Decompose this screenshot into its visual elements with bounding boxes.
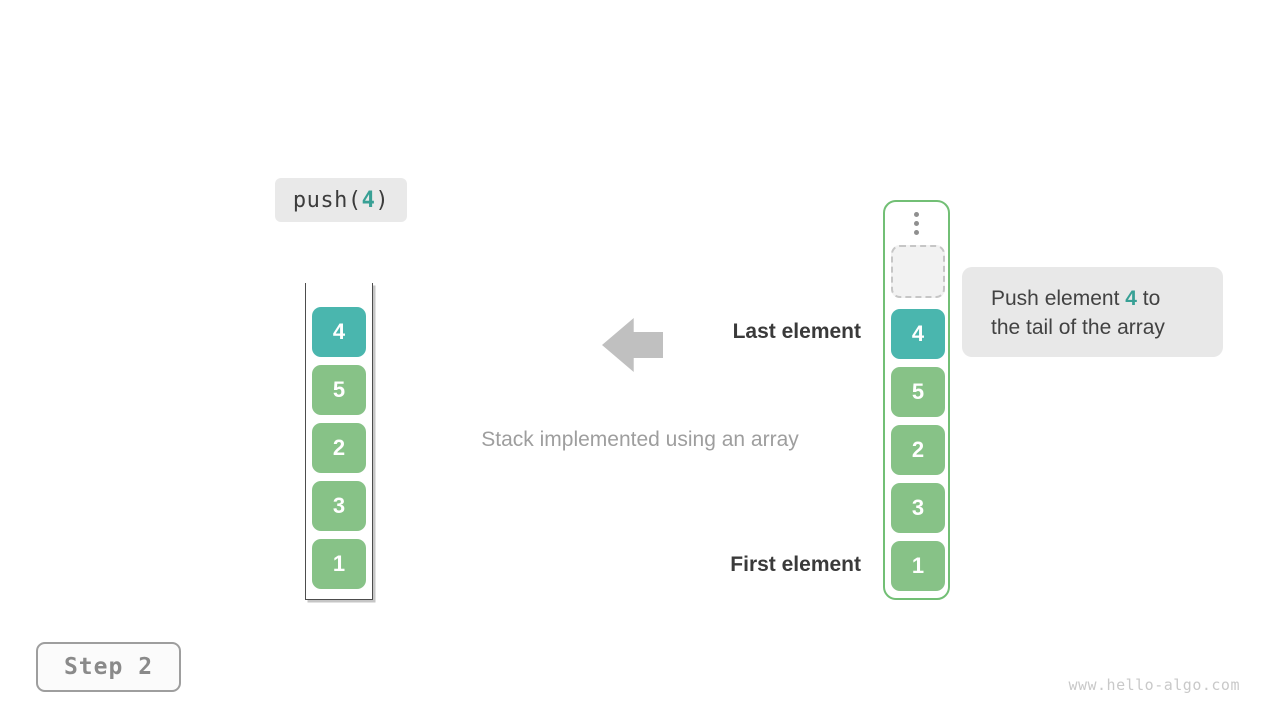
array-container: 4 5 2 3 1 — [883, 200, 950, 600]
ellipsis-icon — [885, 212, 948, 235]
tooltip-value: 4 — [1125, 287, 1137, 310]
push-suffix: ) — [375, 187, 390, 213]
last-element-label: Last element — [732, 320, 861, 343]
stack-element-top: 4 — [312, 307, 366, 357]
array-element: 1 — [891, 541, 945, 591]
caption-label: Stack implemented using an array — [481, 428, 799, 451]
push-prefix: push( — [292, 187, 362, 213]
array-element-pushed: 4 — [891, 309, 945, 359]
step-badge: Step 2 — [36, 642, 181, 692]
array-element: 5 — [891, 367, 945, 417]
push-argument: 4 — [361, 187, 376, 213]
stack-container: 4 5 2 3 1 — [305, 283, 373, 600]
empty-array-slot — [891, 245, 945, 298]
tooltip-line2: the tail of the array — [991, 316, 1165, 339]
array-element: 3 — [891, 483, 945, 533]
stack-element: 5 — [312, 365, 366, 415]
first-element-label: First element — [730, 553, 861, 576]
stack-element: 1 — [312, 539, 366, 589]
tooltip-line1-pre: Push element — [991, 287, 1126, 310]
push-operation-chip: push(4) — [275, 178, 407, 222]
array-element: 2 — [891, 425, 945, 475]
stack-element: 2 — [312, 423, 366, 473]
tooltip-line1-post: to — [1136, 287, 1161, 310]
watermark: www.hello-algo.com — [1068, 676, 1240, 694]
tooltip-bubble: Push element 4 to the tail of the array — [962, 267, 1223, 357]
stack-element: 3 — [312, 481, 366, 531]
